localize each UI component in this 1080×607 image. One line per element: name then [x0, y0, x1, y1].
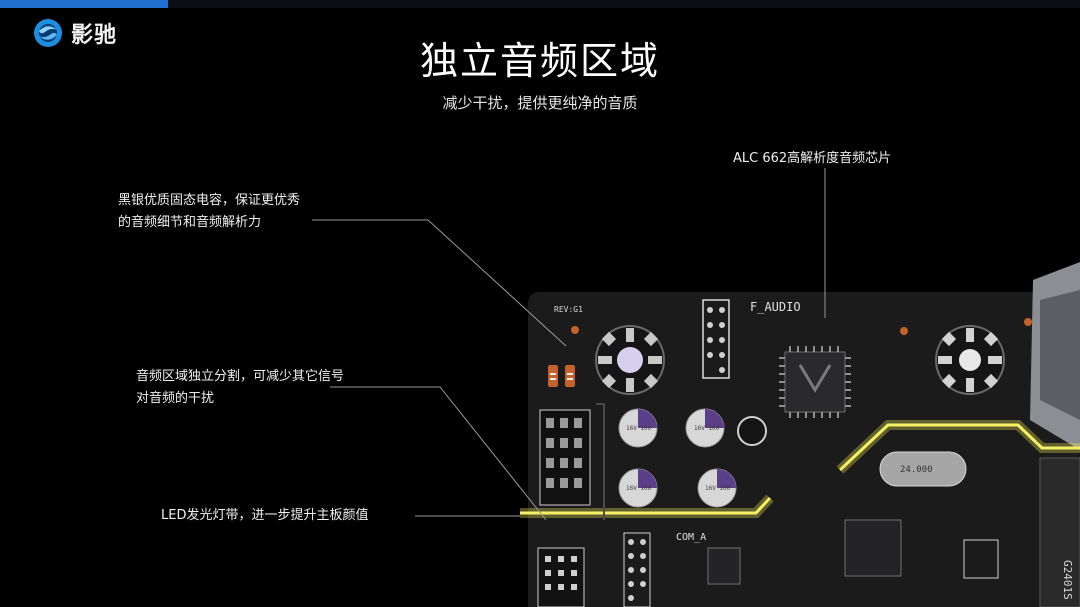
super-io-chip — [844, 519, 902, 577]
cap-rating-3: 16V 100 — [626, 485, 652, 492]
serial-chip — [707, 547, 741, 585]
callout-leaders — [312, 168, 826, 521]
f-audio-pin-header — [702, 299, 730, 379]
callout-led: LED发光灯带，进一步提升主板颜值 — [161, 508, 369, 523]
callout-isolation: 音频区域独立分割，可减少其它信号对音频的干扰 — [136, 369, 345, 406]
mounting-hole-left — [595, 325, 665, 395]
smd-resistors — [548, 318, 1032, 387]
cap-rating-4: 16V 100 — [705, 485, 731, 492]
cap-rating-2: 16V 100 — [694, 425, 720, 432]
top-bar — [0, 0, 1080, 8]
usb-header-bottom-left — [537, 547, 585, 607]
page-title: 独立音频区域 — [419, 39, 660, 83]
callout-capacitors: 黑银优质固态电容，保证更优秀的音频细节和音频解析力 — [118, 193, 301, 230]
left-pin-header — [539, 409, 591, 506]
callout-chip: ALC 662高解析度音频芯片 — [733, 151, 892, 166]
connector-marking: G2401S — [1061, 560, 1074, 600]
top-bar-accent — [0, 0, 168, 8]
cap-rating-1: 16V 100 — [626, 425, 652, 432]
brand-logo: 影驰 — [33, 17, 117, 49]
mounting-hole-right — [935, 325, 1005, 395]
brand-name: 影驰 — [71, 23, 118, 48]
crystal-marking: 24.000 — [900, 465, 933, 475]
led-light-strip — [520, 420, 1080, 518]
com-header: COM_A — [623, 532, 706, 607]
galaxy-logo-icon — [34, 19, 62, 47]
jumper-block — [963, 539, 999, 579]
crystal-oscillator: 24.000 — [879, 451, 967, 487]
com-a-label: COM_A — [676, 532, 706, 543]
isolation-divider — [596, 403, 605, 520]
right-connector: G2401S — [1039, 457, 1080, 607]
f-audio-label: F_AUDIO — [750, 300, 801, 314]
page-subtitle: 减少干扰，提供更纯净的音质 — [442, 94, 638, 112]
alc662-audio-chip — [779, 346, 851, 418]
board-rev-text: REV:G1 — [554, 305, 583, 314]
solid-capacitors: 16V 100 16V 100 16V 100 16V 100 — [618, 408, 767, 508]
